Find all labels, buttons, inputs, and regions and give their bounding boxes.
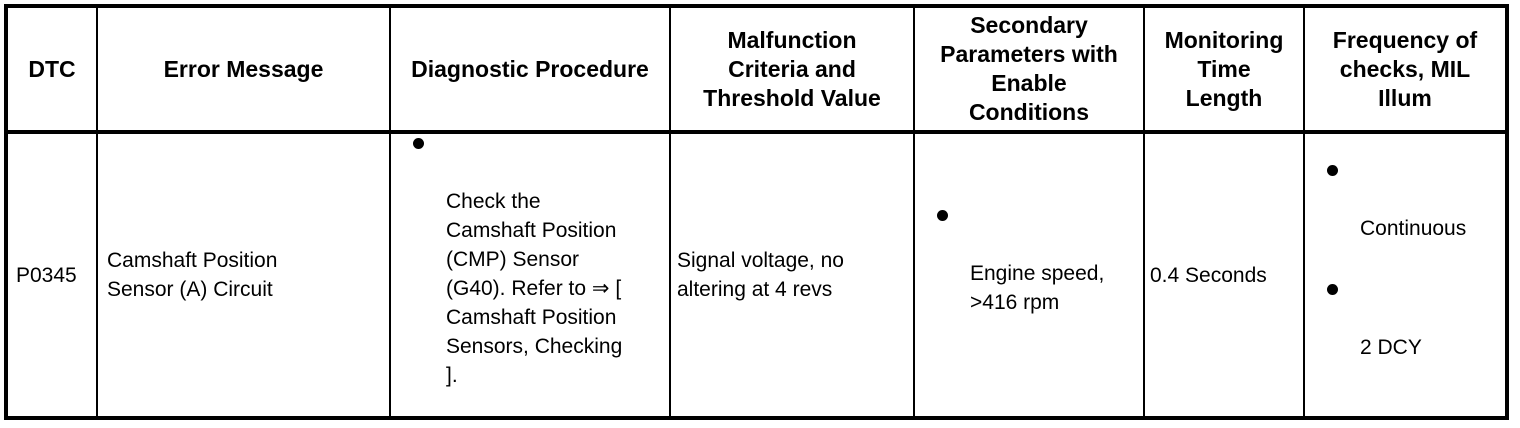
list-item-text: Continuous <box>1360 217 1467 240</box>
monitoring-time-text: 0.4 Seconds <box>1150 263 1267 287</box>
list-item-text: Check the Camshaft Position (CMP) Sensor… <box>446 189 623 387</box>
list-item: Engine speed, >416 rpm <box>915 201 1143 317</box>
header-cell-dtc: DTC <box>8 8 96 134</box>
bullet-icon <box>413 137 424 149</box>
bullet-icon <box>1327 284 1338 295</box>
body-cell-monitoring-time: 0.4 Seconds <box>1143 134 1303 416</box>
list-item: Check the Camshaft Position (CMP) Sensor… <box>391 134 669 390</box>
header-cell-monitoring-time: Monitoring Time Length <box>1143 8 1303 134</box>
list-item: 2 DCY <box>1305 275 1505 362</box>
header-cell-malfunction-criteria: Malfunction Criteria and Threshold Value <box>669 8 913 134</box>
error-message-text: Camshaft Position Sensor (A) Circuit <box>107 249 278 301</box>
body-cell-frequency-of-checks: Continuous 2 DCY <box>1303 134 1505 416</box>
list-item-text: Engine speed, >416 rpm <box>970 262 1105 314</box>
malfunction-criteria-text: Signal voltage, no altering at 4 revs <box>677 249 844 301</box>
bullet-icon <box>1327 165 1338 176</box>
body-cell-dtc: P0345 <box>8 134 96 416</box>
body-cell-secondary-parameters: Engine speed, >416 rpm <box>913 134 1143 416</box>
secondary-parameters-list: Engine speed, >416 rpm <box>915 201 1143 349</box>
frequency-of-checks-list: Continuous 2 DCY <box>1305 156 1505 394</box>
list-item: Continuous <box>1305 156 1505 243</box>
header-cell-secondary-parameters: Secondary Parameters with Enable Conditi… <box>913 8 1143 134</box>
body-cell-diagnostic-procedure: Check the Camshaft Position (CMP) Sensor… <box>389 134 669 416</box>
body-cell-malfunction-criteria: Signal voltage, no altering at 4 revs <box>669 134 913 416</box>
dtc-code: P0345 <box>16 263 77 287</box>
header-cell-frequency-of-checks: Frequency of checks, MIL Illum <box>1303 8 1505 134</box>
diagnostic-procedure-list: Check the Camshaft Position (CMP) Sensor… <box>391 134 669 416</box>
header-cell-diagnostic-procedure: Diagnostic Procedure <box>389 8 669 134</box>
list-item-text: 2 DCY <box>1360 336 1422 359</box>
body-cell-error-message: Camshaft Position Sensor (A) Circuit <box>96 134 389 416</box>
header-cell-error-message: Error Message <box>96 8 389 134</box>
dtc-diagnostic-table: DTC Error Message Diagnostic Procedure M… <box>4 4 1509 420</box>
bullet-icon <box>937 210 948 221</box>
